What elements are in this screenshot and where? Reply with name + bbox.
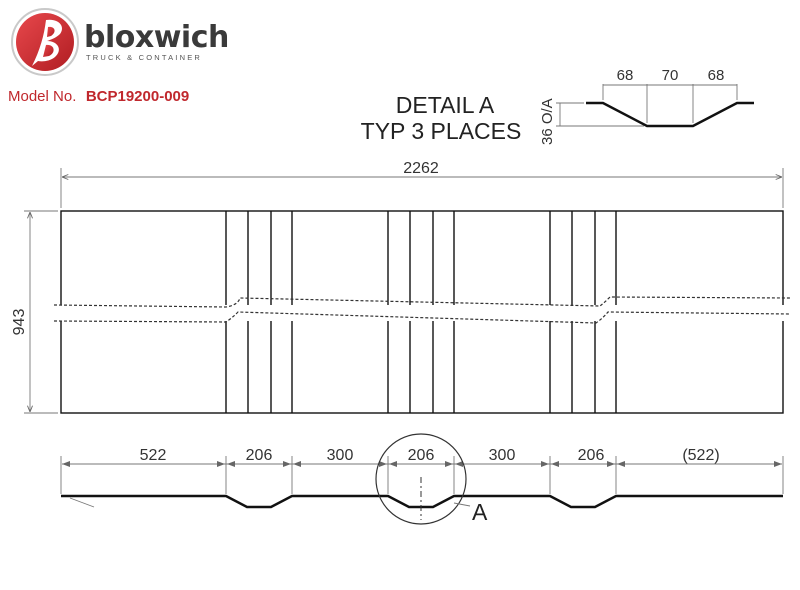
section-dim-300-b: 300 (489, 447, 516, 464)
model-number-text: Model No. BCP19200-009 (8, 88, 189, 105)
section-profile: A (61, 433, 783, 525)
section-dim-522-ref: (522) (682, 447, 719, 464)
detail-subtitle: TYP 3 PLACES (361, 118, 522, 144)
detail-dim-68-right: 68 (708, 67, 725, 84)
break-line-lower (53, 311, 791, 324)
section-dim-206-a: 206 (246, 447, 273, 464)
detail-dim-68-left: 68 (617, 67, 634, 84)
detail-depth-dim: 36 O/A (539, 98, 556, 145)
plan-view (53, 210, 791, 414)
section-dim-522: 522 (140, 447, 167, 464)
overall-width-dimension: 2262 (60, 160, 784, 208)
overall-width-label: 2262 (403, 160, 439, 177)
break-line-upper (53, 296, 791, 308)
model-label: Model No. (8, 88, 76, 105)
detail-a-callout-circle (375, 433, 467, 525)
section-dim-300-a: 300 (327, 447, 354, 464)
section-dim-206-c: 206 (578, 447, 605, 464)
overall-height-label: 943 (11, 309, 28, 336)
detail-dim-70: 70 (662, 67, 679, 84)
section-profile-line (61, 494, 783, 509)
section-dimensions: 522 206 300 206 300 206 (522) (60, 447, 784, 494)
model-number: BCP19200-009 (86, 88, 189, 105)
section-dim-206-b: 206 (408, 447, 435, 464)
bloxwich-logo: bloxwich TRUCK & CONTAINER (11, 8, 229, 76)
brand-tagline: TRUCK & CONTAINER (86, 53, 202, 62)
detail-title: DETAIL A (396, 92, 495, 118)
detail-a-profile: 68 70 68 36 O/A (539, 67, 754, 145)
detail-callout-label: A (472, 499, 488, 525)
logo-b-mark (32, 19, 63, 67)
overall-height-dimension: 943 (11, 210, 58, 414)
brand-name: bloxwich (84, 20, 229, 55)
detail-profile-line (586, 101, 754, 128)
